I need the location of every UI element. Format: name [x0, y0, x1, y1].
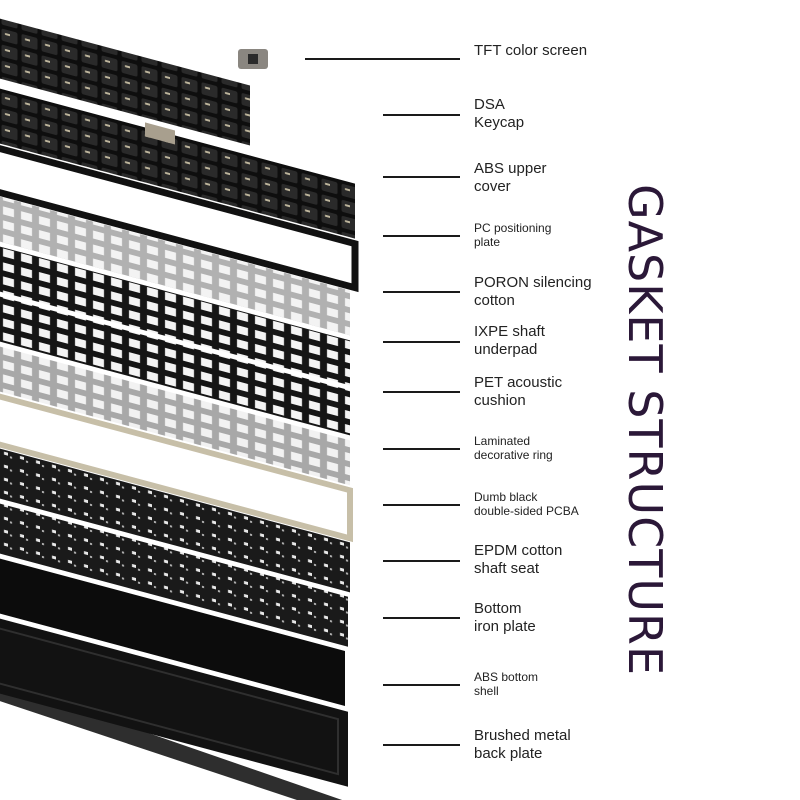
poron-cotton-layer — [0, 235, 350, 386]
leader-line — [383, 448, 460, 450]
ixpe-underpad-layer — [0, 285, 350, 436]
layer-label-line: Keycap — [474, 114, 525, 131]
layer-label-line: Brushed metal — [474, 727, 571, 744]
decorative-ring-layer — [0, 382, 353, 543]
layer-label-line: cotton — [474, 292, 515, 309]
leader-line — [305, 58, 460, 60]
leader-line — [383, 391, 460, 393]
layer-label-line: PORON silencing — [474, 274, 592, 291]
layer-label-line: decorative ring — [474, 448, 553, 463]
leader-line — [383, 617, 460, 619]
leader-line — [383, 176, 460, 178]
dsa-keycap-layer — [0, 77, 355, 239]
layer-label-line: ABS upper — [474, 160, 547, 177]
leader-line — [383, 504, 460, 506]
layer-label-line: shell — [474, 684, 499, 699]
layer-label: TFT color screen — [474, 42, 587, 60]
epdm-shaft-seat-layer — [0, 492, 348, 647]
layer-label-line: back plate — [474, 745, 543, 762]
tft-screen-module — [238, 49, 268, 69]
layer-label-line: shaft seat — [474, 560, 540, 577]
layer-label-line: ABS bottom — [474, 670, 539, 684]
layer-label-line: IXPE shaft — [474, 323, 545, 340]
layer-label-line: underpad — [474, 341, 538, 358]
diagram-title: GASKET STRUCTURE — [618, 183, 672, 677]
bottom-iron-plate — [0, 547, 345, 707]
layer-label-line: Bottom — [474, 600, 522, 617]
leader-line — [383, 291, 460, 293]
pcba-layer — [0, 437, 350, 593]
abs-upper-cover-layer — [0, 133, 359, 293]
layer-label-line: TFT color screen — [474, 42, 588, 59]
pc-positioning-plate-layer — [0, 185, 350, 336]
layer-label-line: cushion — [474, 392, 526, 409]
leader-line — [383, 684, 460, 686]
layer-label-line: EPDM cotton — [474, 542, 563, 559]
leader-line — [383, 341, 460, 343]
layer-label-line: iron plate — [474, 618, 536, 635]
keycap-top-row — [0, 7, 250, 146]
leader-line — [383, 235, 460, 237]
layer-label-line: double-sided PCBA — [474, 504, 579, 519]
layer-label-line: Laminated — [474, 434, 531, 448]
enter-key-accent — [145, 122, 175, 145]
layer-label-line: plate — [474, 235, 501, 250]
leader-line — [383, 744, 460, 746]
layer-label-line: DSA — [474, 96, 505, 113]
layer-label-line: PC positioning — [474, 221, 552, 235]
layer-label-line: cover — [474, 178, 511, 195]
leader-line — [383, 114, 460, 116]
layer-label-line: Dumb black — [474, 490, 538, 504]
layer-label-line: PET acoustic — [474, 374, 563, 391]
leader-line — [383, 560, 460, 562]
abs-bottom-shell — [0, 607, 348, 787]
pet-acoustic-cushion-layer — [0, 335, 350, 486]
